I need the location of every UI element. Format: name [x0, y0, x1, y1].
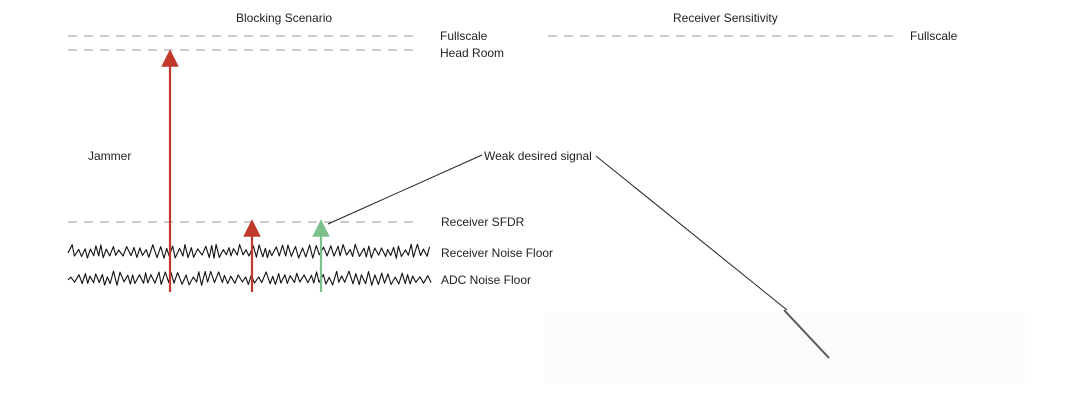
- jammer-label: Jammer: [88, 149, 132, 163]
- head-room-label: Head Room: [440, 46, 505, 60]
- fullscale-label-left: Fullscale: [440, 29, 488, 43]
- receiver-sfdr-label: Receiver SFDR: [441, 215, 525, 229]
- weak-signal-leader-line-right: [595, 155, 788, 311]
- fullscale-label-right: Fullscale: [910, 29, 958, 43]
- blocking-scenario-title: Blocking Scenario: [236, 11, 333, 25]
- pen-stroke: [783, 309, 830, 359]
- adc-noise-floor-label: ADC Noise Floor: [441, 273, 532, 287]
- receiver-sensitivity-title: Receiver Sensitivity: [673, 11, 778, 25]
- receiver-noise-floor-trace: [67, 243, 431, 259]
- background-haze: [545, 312, 1025, 384]
- weak-desired-signal-label: Weak desired signal: [484, 149, 592, 163]
- adc-noise-floor-trace: [67, 270, 432, 286]
- receiver-noise-floor-label: Receiver Noise Floor: [441, 246, 554, 260]
- weak-signal-leader-line: [327, 154, 483, 225]
